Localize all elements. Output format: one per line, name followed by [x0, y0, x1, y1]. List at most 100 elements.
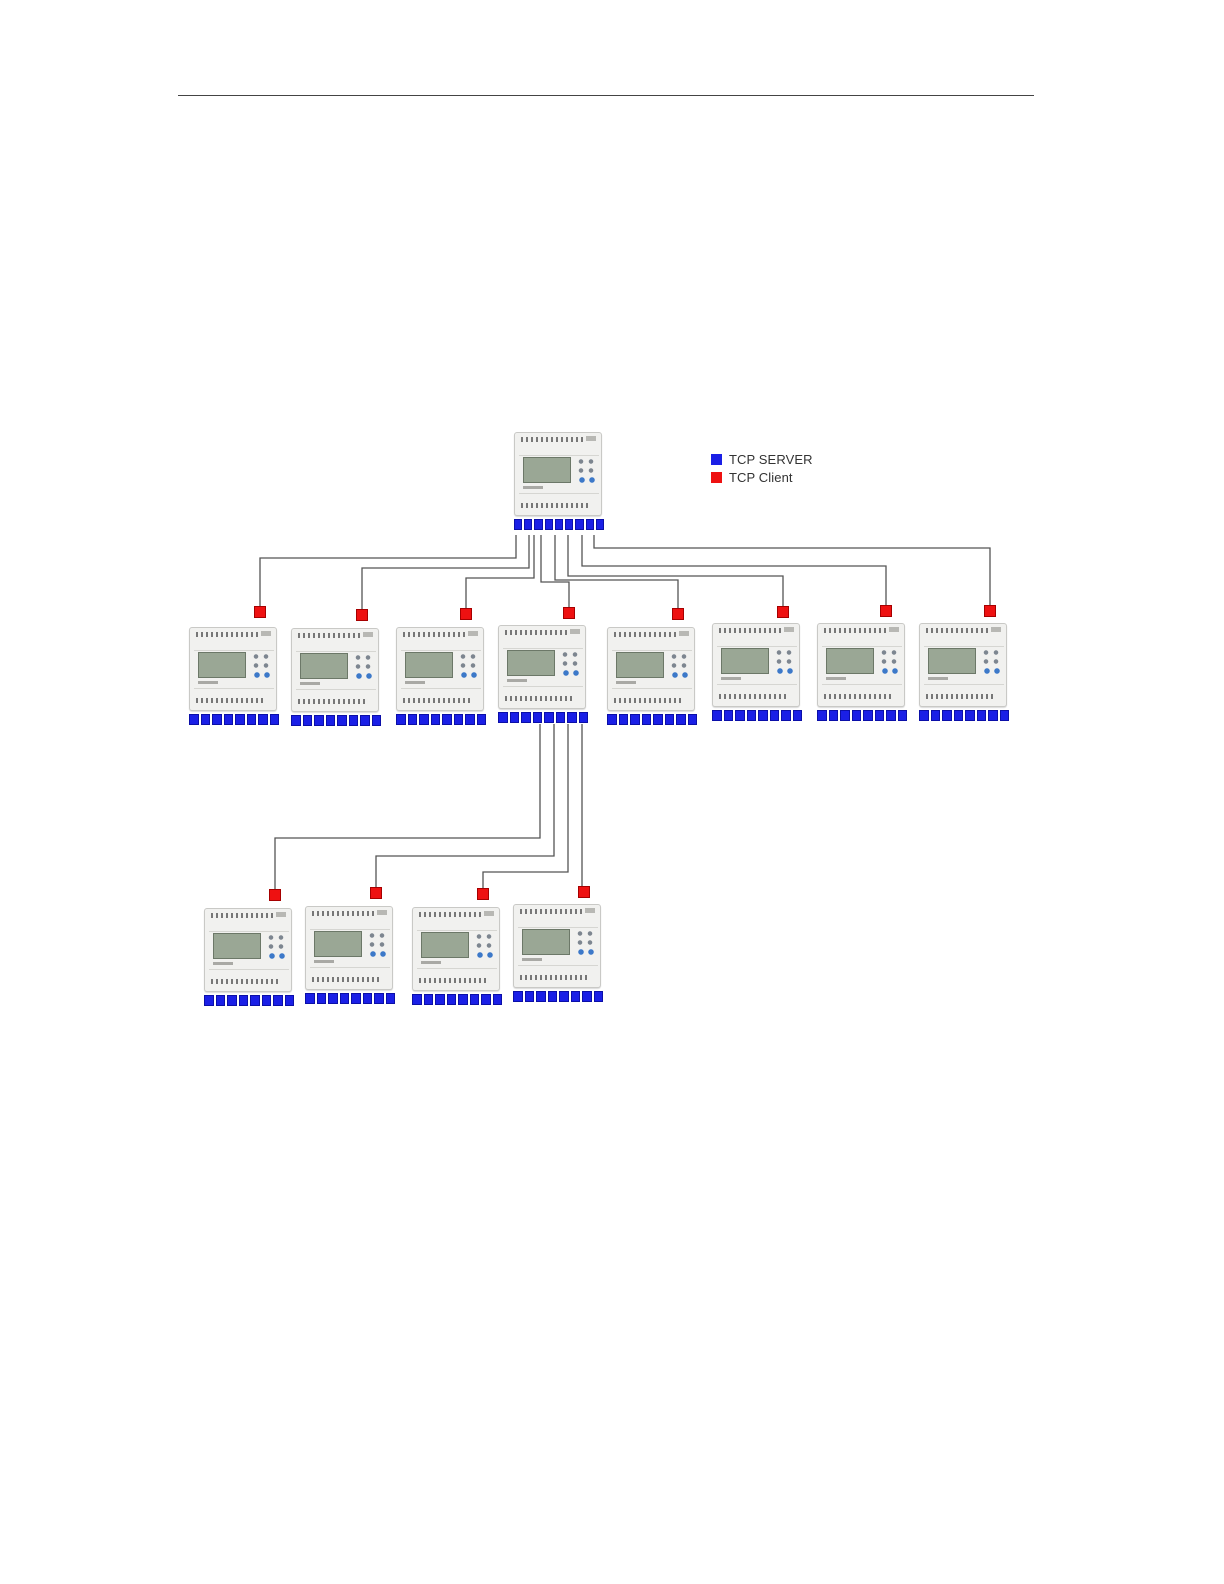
plc-keypad: [575, 929, 595, 947]
plc-bottom-strip: [312, 977, 382, 982]
terminal-port: [317, 993, 327, 1004]
terminal-port: [465, 714, 475, 725]
terminal-port: [424, 994, 434, 1005]
plc-lower: [194, 688, 274, 695]
terminal-port: [567, 712, 577, 723]
plc-tag: [679, 631, 689, 636]
plc-keypad: [367, 931, 387, 949]
terminal-port: [442, 714, 452, 725]
plc-upper: [401, 640, 481, 651]
plc-module: [204, 908, 292, 992]
plc-module: [919, 623, 1007, 707]
terminal-port: [235, 714, 245, 725]
plc-tag: [261, 631, 271, 636]
terminal-block: [817, 710, 909, 721]
plc-tag: [363, 632, 373, 637]
client-port-7: [880, 605, 892, 617]
legend: TCP SERVER TCP Client: [711, 450, 813, 486]
plc-bottom-strip: [719, 694, 789, 699]
plc-keypad: [458, 652, 478, 670]
plc-upper: [518, 917, 598, 928]
wire-subserver-to-client-2: [376, 724, 554, 887]
terminal-port: [533, 712, 543, 723]
plc-lcd: [421, 932, 469, 958]
plc-brand: [522, 958, 542, 961]
terminal-port: [770, 710, 780, 721]
plc-keypad: [981, 648, 1001, 666]
terminal-port: [258, 714, 268, 725]
plc-bluekeys: [459, 672, 479, 678]
plc-tag: [377, 910, 387, 915]
terminal-block: [189, 714, 281, 725]
terminal-port: [534, 519, 542, 530]
plc-strip: [211, 913, 275, 918]
plc-bottom-strip: [403, 698, 473, 703]
client-port-5: [672, 608, 684, 620]
plc-bluekeys: [670, 672, 690, 678]
plc-module: [514, 432, 602, 516]
plc-tag: [276, 912, 286, 917]
terminal-port: [712, 710, 722, 721]
terminal-port: [758, 710, 768, 721]
subclient-port-4: [578, 886, 590, 898]
plc-lower: [612, 688, 692, 695]
plc-bottom-strip: [196, 698, 266, 703]
terminal-port: [386, 993, 396, 1004]
terminal-port: [525, 991, 535, 1002]
plc-brand: [826, 677, 846, 680]
terminal-port: [435, 994, 445, 1005]
terminal-port: [653, 714, 663, 725]
plc-module: [513, 904, 601, 988]
plc-lower: [296, 689, 376, 696]
terminal-port: [481, 994, 491, 1005]
terminal-port: [852, 710, 862, 721]
terminal-block: [396, 714, 488, 725]
terminal-port: [340, 993, 350, 1004]
terminal-port: [431, 714, 441, 725]
terminal-port: [863, 710, 873, 721]
terminal-port: [793, 710, 803, 721]
terminal-port: [919, 710, 929, 721]
subclient-port-1: [269, 889, 281, 901]
terminal-port: [840, 710, 850, 721]
wire-server-to-client-5: [555, 535, 678, 608]
terminal-port: [412, 994, 422, 1005]
plc-lower: [401, 688, 481, 695]
legend-label-client: TCP Client: [729, 470, 793, 485]
terminal-port: [493, 994, 503, 1005]
terminal-port: [642, 714, 652, 725]
plc-bluekeys: [252, 672, 272, 678]
plc-bottom-strip: [614, 698, 684, 703]
legend-swatch-client: [711, 472, 722, 483]
terminal-port: [817, 710, 827, 721]
plc-bluekeys: [561, 670, 581, 676]
terminal-port: [326, 715, 336, 726]
plc-module: [305, 906, 393, 990]
plc-module: [291, 628, 379, 712]
terminal-port: [477, 714, 487, 725]
plc-bottom-strip: [298, 699, 368, 704]
plc-bottom-strip: [419, 978, 489, 983]
plc-tag: [570, 629, 580, 634]
plc-strip: [824, 628, 888, 633]
legend-item-server: TCP SERVER: [711, 450, 813, 468]
legend-item-client: TCP Client: [711, 468, 813, 486]
terminal-port: [419, 714, 429, 725]
terminal-port: [454, 714, 464, 725]
terminal-block: [607, 714, 699, 725]
plc-lower: [503, 686, 583, 693]
plc-upper: [717, 636, 797, 647]
terminal-port: [579, 712, 589, 723]
plc-upper: [417, 920, 497, 931]
plc-lcd: [300, 653, 348, 679]
terminal-port: [349, 715, 359, 726]
plc-strip: [926, 628, 990, 633]
wire-server-to-client-8: [594, 535, 990, 605]
terminal-port: [1000, 710, 1010, 721]
plc-strip: [196, 632, 260, 637]
plc-lcd: [405, 652, 453, 678]
wire-subserver-to-client-3: [483, 724, 568, 888]
plc-lcd: [314, 931, 362, 957]
plc-bluekeys: [267, 953, 287, 959]
